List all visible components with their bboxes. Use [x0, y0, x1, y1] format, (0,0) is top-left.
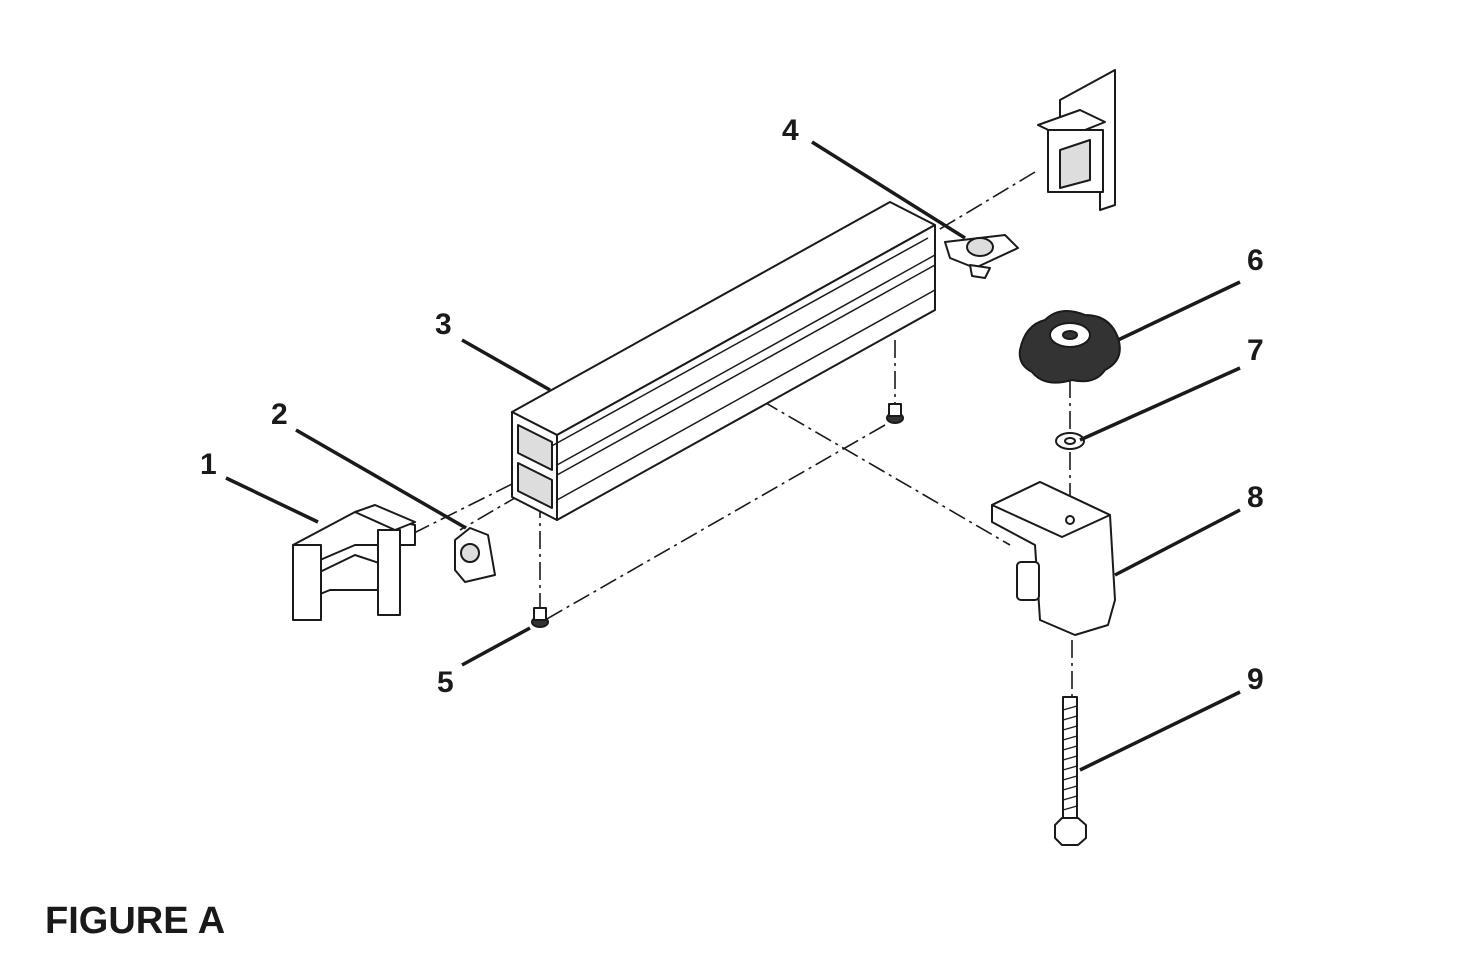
assembly-lines — [399, 171, 1073, 700]
end-cap-clip — [454, 527, 496, 583]
fence-head-bracket — [1037, 69, 1116, 211]
rear-bracket — [292, 504, 416, 621]
slide-plate — [944, 234, 1019, 279]
star-knob — [1018, 310, 1121, 384]
washer — [1055, 432, 1085, 450]
callout-5: 5 — [437, 666, 454, 699]
clamp-housing — [991, 481, 1116, 636]
callout-1: 1 — [200, 448, 217, 481]
fence-rail-extrusion — [511, 201, 936, 521]
callout-4: 4 — [782, 114, 799, 147]
figure-caption: FIGURE A — [45, 900, 226, 942]
callout-9: 9 — [1247, 663, 1264, 696]
carriage-bolt — [1054, 696, 1087, 846]
leader-lines — [225, 140, 1241, 772]
callout-8: 8 — [1247, 481, 1264, 514]
callout-6: 6 — [1247, 244, 1264, 277]
screws — [531, 403, 904, 628]
callout-2: 2 — [271, 398, 288, 431]
callout-7: 7 — [1247, 334, 1264, 367]
callout-3: 3 — [435, 308, 452, 341]
